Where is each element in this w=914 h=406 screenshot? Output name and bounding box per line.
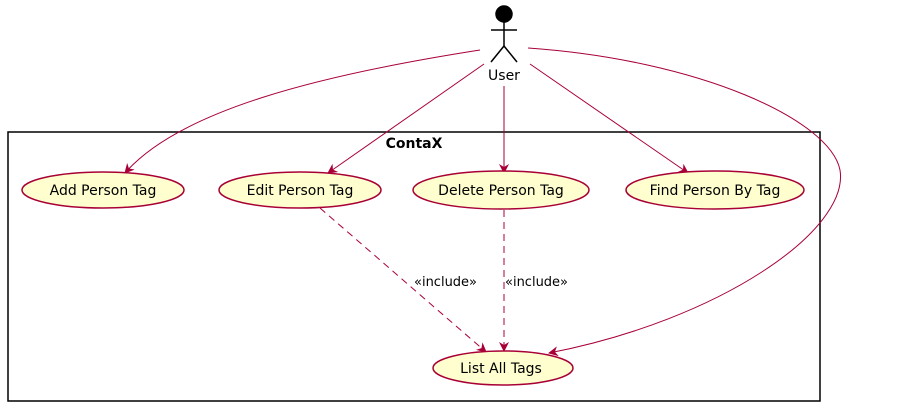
use-case-label: Delete Person Tag	[438, 183, 564, 199]
association-find-person-by-tag	[529, 63, 689, 174]
use-case-label: Find Person By Tag	[650, 183, 781, 199]
actor-label: User	[488, 68, 520, 84]
use-case-label: Edit Person Tag	[247, 183, 354, 199]
association-list-all-tags	[527, 47, 841, 357]
system-title: ContaX	[386, 136, 443, 152]
system-boundary	[7, 131, 821, 402]
stick-figure-icon	[490, 5, 518, 63]
use-case-list-all-tags: List All Tags	[432, 350, 574, 386]
use-case-delete-person-tag: Delete Person Tag	[412, 170, 590, 210]
association-add-person-tag	[124, 49, 481, 174]
use-case-add-person-tag: Add Person Tag	[21, 171, 185, 209]
use-case-label: Add Person Tag	[50, 183, 157, 199]
use-case-edit-person-tag: Edit Person Tag	[218, 171, 382, 209]
include-label-delete: «include»	[505, 275, 568, 290]
include-edit-to-list	[319, 207, 487, 353]
include-label-edit: «include»	[414, 275, 477, 290]
association-edit-person-tag	[327, 63, 485, 174]
use-case-find-person-by-tag: Find Person By Tag	[625, 170, 805, 210]
use-case-label: List All Tags	[460, 361, 542, 377]
